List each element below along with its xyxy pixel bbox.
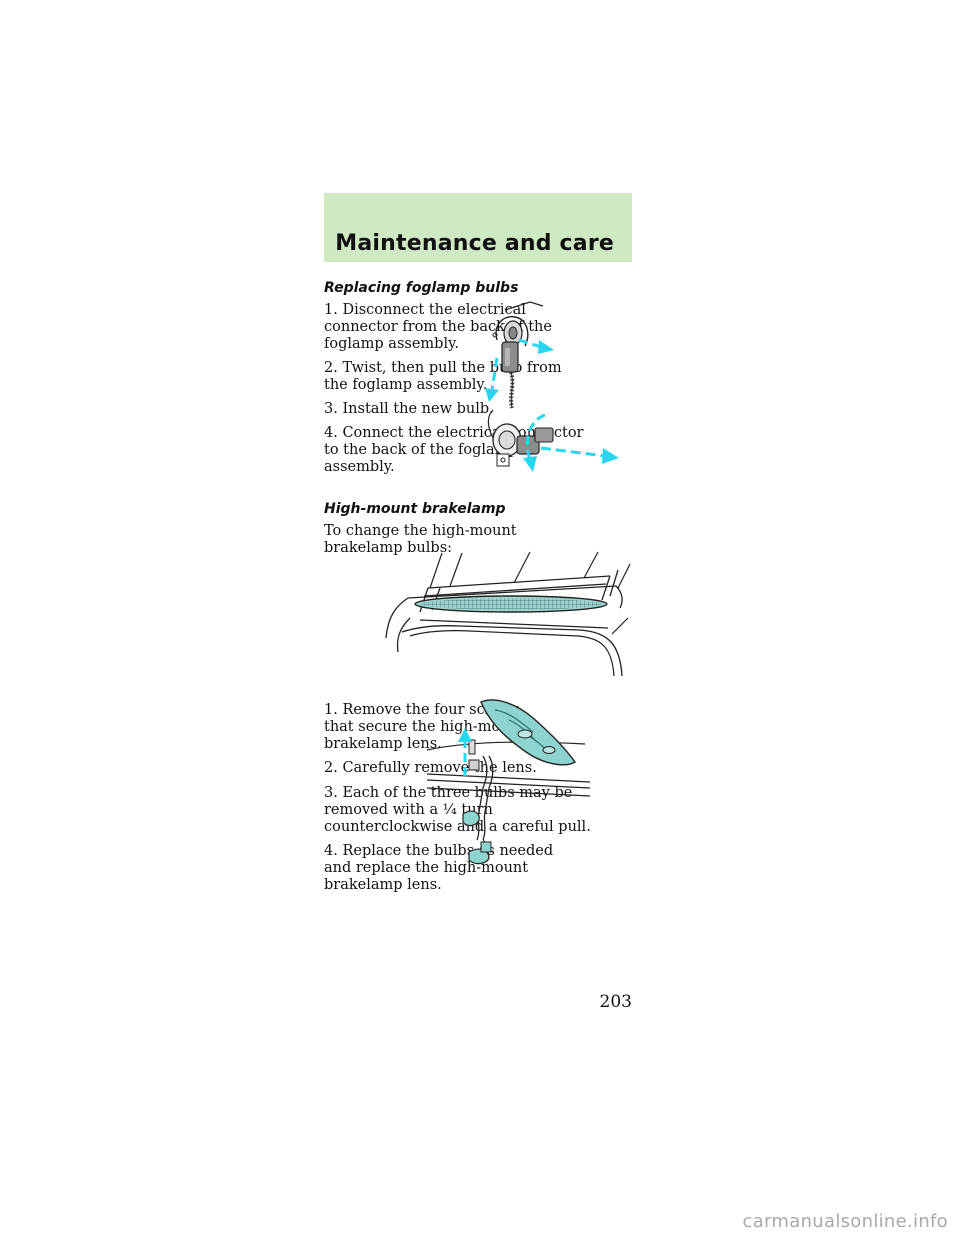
page-number: 203 xyxy=(599,992,632,1012)
foglamp-step-3: 3. Install the new bulb. xyxy=(324,401,494,417)
foglamp-heading: Replacing foglamp bulbs xyxy=(324,280,519,296)
foglamp-step-1: 1. Disconnect the electrical connector f… xyxy=(324,302,552,352)
brakelamp-location-illustration xyxy=(385,551,631,677)
watermark-text[interactable]: carmanualsonline.info xyxy=(742,1211,948,1232)
brakelamp-step-4: 4. Replace the bulbs as needed and repla… xyxy=(324,843,554,893)
section-title: Maintenance and care xyxy=(335,231,614,256)
section-header-band: Maintenance and care xyxy=(324,193,632,262)
brakelamp-step-2: 2. Carefully remove the lens. xyxy=(324,760,537,776)
brakelamp-bulb-illustration xyxy=(426,699,591,865)
foglamp-illustration xyxy=(485,301,619,472)
brakelamp-intro: To change the high-mount brakelamp bulbs… xyxy=(324,523,517,556)
brakelamp-heading: High-mount brakelamp xyxy=(324,501,506,517)
brakelamp-step-3: 3. Each of the three bulbs may be remove… xyxy=(324,785,591,835)
